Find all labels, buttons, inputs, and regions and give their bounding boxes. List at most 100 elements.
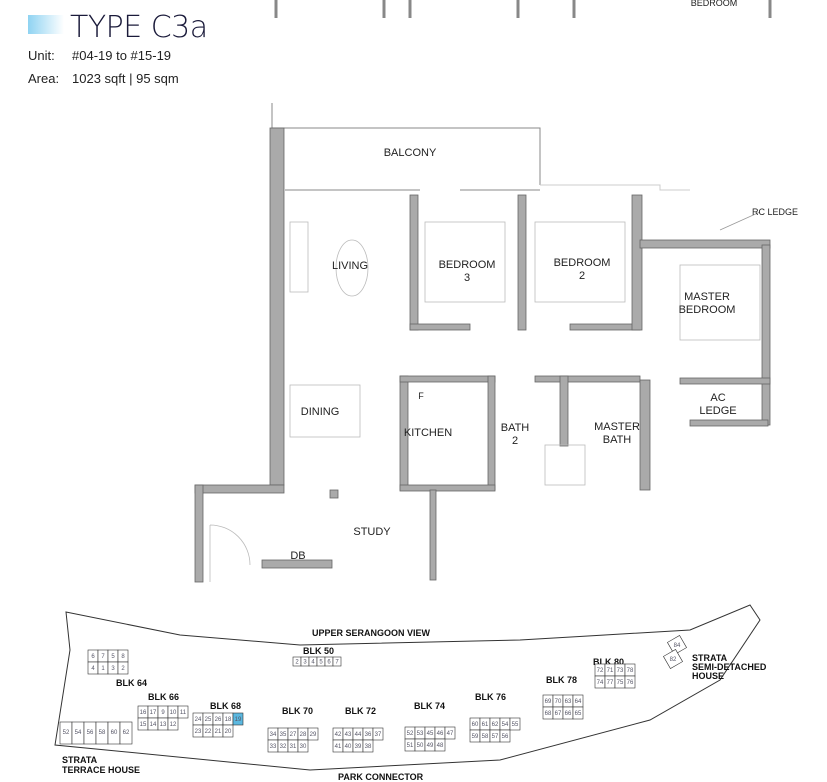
unit-number: 22	[205, 729, 212, 735]
unit-number: 1	[101, 666, 105, 672]
walls	[194, 127, 771, 583]
furniture	[209, 211, 761, 582]
unit-number: 53	[417, 731, 424, 737]
site-plan: UPPER SERANGOON VIEW PARK CONNECTOR STRA…	[54, 604, 767, 782]
unit-box	[572, 706, 584, 720]
unit-number: 60	[472, 722, 479, 728]
unit-box	[509, 717, 521, 731]
area-label: Area:	[28, 71, 60, 86]
unit-number: 59	[472, 734, 479, 740]
block-label: BLK 50	[303, 646, 334, 656]
unit-number: 62	[492, 722, 499, 728]
unit-number: 76	[627, 680, 634, 686]
block-label: BLK 80	[593, 657, 624, 667]
unit-number: 78	[627, 668, 634, 674]
road-bottom-label: PARK CONNECTOR	[338, 772, 424, 782]
room-balcony: BALCONY	[384, 147, 437, 159]
unit-range-row: Unit: #04-19 to #15-19	[28, 48, 171, 63]
unit-box	[167, 717, 179, 731]
unit-number: 18	[225, 717, 232, 723]
room-living: LIVING	[332, 260, 368, 272]
unit-number: 3	[111, 666, 115, 672]
room-bedroom2-line1: BEDROOM	[554, 257, 611, 269]
unit-number: 39	[355, 744, 362, 750]
unit-value: #04-19 to #15-19	[72, 48, 172, 63]
unit-number: 52	[63, 730, 70, 736]
rc-ledge-label: RC LEDGE	[752, 207, 798, 217]
unit-box	[362, 739, 374, 753]
unit-number: 32	[280, 744, 287, 750]
unit-number: 29	[310, 732, 317, 738]
semi-label-3: HOUSE	[692, 671, 724, 681]
unit-number: 7	[335, 660, 339, 666]
unit-number: 14	[150, 722, 157, 728]
unit-number: 74	[597, 680, 604, 686]
unit-number: 67	[555, 711, 562, 717]
unit-number: 60	[111, 730, 118, 736]
unit-box	[434, 738, 446, 752]
highlighted-unit	[232, 712, 244, 726]
unit-number: 84	[674, 643, 681, 649]
unit-box	[117, 661, 129, 675]
room-masterbath-line1: MASTER	[594, 421, 640, 433]
room-acledge-line1: AC	[710, 392, 725, 404]
unit-number: 8	[121, 654, 125, 660]
unit-number: 15	[140, 722, 147, 728]
unit-number: 58	[99, 730, 106, 736]
terrace-label-2: TERRACE HOUSE	[62, 765, 140, 775]
unit-number: 49	[427, 743, 434, 749]
unit-number: 25	[205, 717, 212, 723]
balcony-outline	[271, 103, 541, 191]
unit-number: 75	[617, 680, 624, 686]
site-boundary	[54, 604, 761, 771]
block-label: BLK 74	[414, 701, 445, 711]
unit-number: 51	[407, 743, 414, 749]
unit-number: 28	[300, 732, 307, 738]
unit-label: Unit:	[28, 48, 55, 63]
unit-number: 77	[607, 680, 614, 686]
unit-number: 17	[150, 710, 157, 716]
unit-number: 26	[215, 717, 222, 723]
unit-number: 9	[161, 710, 165, 716]
unit-type-title: TYPE C3a	[70, 10, 208, 45]
unit-number: 71	[607, 668, 614, 674]
unit-number: 30	[300, 744, 307, 750]
unit-number: 6	[91, 654, 95, 660]
unit-number: 46	[437, 731, 444, 737]
unit-box	[444, 726, 456, 740]
unit-number: 55	[512, 722, 519, 728]
block-label: BLK 76	[475, 692, 506, 702]
unit-number: 27	[290, 732, 297, 738]
unit-box	[499, 729, 511, 743]
adjacent-unit-walls	[274, 0, 772, 18]
block-label: BLK 64	[116, 678, 147, 688]
unit-number: 4	[91, 666, 95, 672]
area-value: 1023 sqft | 95 sqm	[72, 71, 179, 86]
room-bath2-line1: BATH	[501, 422, 530, 434]
area-row: Area: 1023 sqft | 95 sqm	[28, 71, 179, 86]
unit-box	[297, 739, 309, 753]
unit-number: 34	[270, 732, 277, 738]
unit-box	[332, 656, 342, 667]
unit-number: 37	[375, 732, 382, 738]
unit-number: 13	[160, 722, 167, 728]
unit-number: 56	[87, 730, 94, 736]
adjacent-bedroom-label: BEDROOM	[691, 0, 738, 8]
unit-number: 64	[575, 699, 582, 705]
room-bedroom2-line2: 2	[579, 270, 585, 282]
fridge-label: F	[418, 391, 424, 401]
room-masterbath-line2: BATH	[603, 434, 632, 446]
room-study: STUDY	[353, 526, 391, 538]
unit-number: 10	[170, 710, 177, 716]
unit-number: 58	[482, 734, 489, 740]
block-label: BLK 70	[282, 706, 313, 716]
unit-number: 44	[355, 732, 362, 738]
unit-number: 68	[545, 711, 552, 717]
unit-number: 61	[482, 722, 489, 728]
unit-box	[222, 724, 234, 738]
unit-number: 50	[417, 743, 424, 749]
unit-number: 48	[437, 743, 444, 749]
room-kitchen: KITCHEN	[404, 427, 452, 439]
unit-number: 5	[319, 660, 323, 666]
